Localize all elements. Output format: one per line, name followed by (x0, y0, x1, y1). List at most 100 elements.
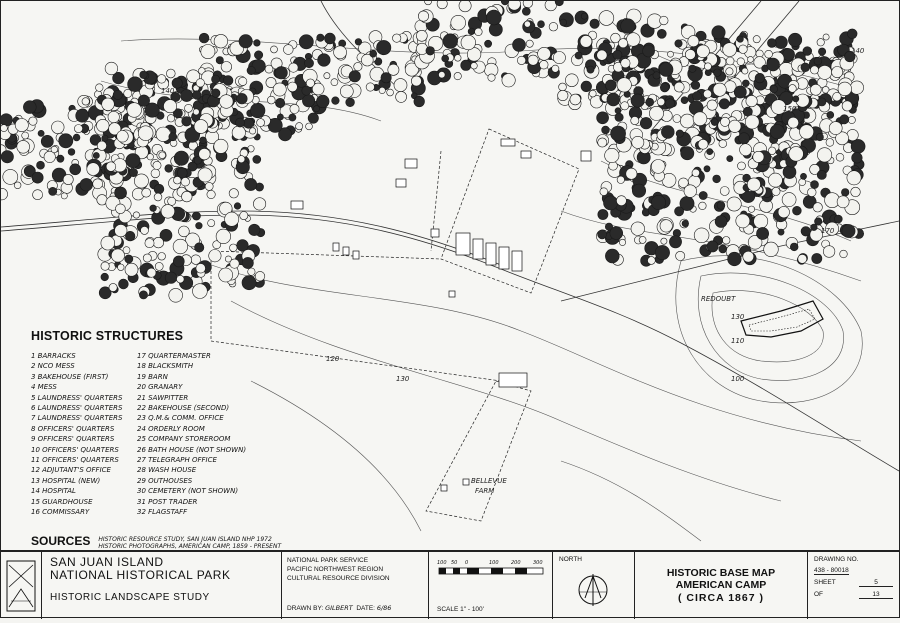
drawing-number-cell: DRAWING NO. 438 - 80018 SHEET 5 OF 13 (808, 552, 899, 619)
tree-mark (172, 238, 188, 255)
tree-mark (295, 122, 304, 131)
tree-mark (313, 105, 320, 113)
tree-mark (626, 32, 641, 47)
tree-mark (270, 45, 278, 54)
tree-mark (747, 177, 761, 192)
of-label: OF (814, 591, 824, 598)
tree-mark (146, 267, 157, 278)
tree-mark (554, 1, 564, 7)
tree-mark (1, 124, 8, 132)
tree-mark (272, 82, 287, 97)
tree-mark (100, 272, 109, 282)
tree-mark (417, 10, 429, 22)
tree-mark (249, 127, 257, 135)
tree-mark (616, 175, 625, 184)
tree-mark (69, 163, 81, 176)
tree-mark (101, 134, 109, 142)
tree-mark (620, 101, 630, 111)
tree-mark (831, 66, 844, 78)
tree-mark (395, 91, 407, 103)
tree-mark (742, 173, 751, 183)
tree-mark (146, 153, 154, 161)
legend-item: 1 BARRACKS (31, 352, 76, 360)
title-block: SAN JUAN ISLAND NATIONAL HISTORICAL PARK… (1, 550, 899, 619)
tree-mark (716, 201, 726, 210)
legend-item: 21 SAWPITTER (137, 393, 189, 402)
tree-mark (609, 226, 623, 240)
tree-mark (86, 162, 100, 176)
contour-label: 100 (731, 375, 745, 383)
legend-item: 19 BARN (137, 372, 168, 381)
tree-mark (305, 122, 313, 131)
tree-mark (728, 119, 742, 133)
tree-mark (738, 132, 750, 145)
tree-mark (138, 125, 154, 141)
tree-mark (711, 25, 726, 40)
tree-mark (507, 1, 521, 11)
tree-mark (650, 159, 666, 174)
tree-mark (301, 85, 312, 96)
tree-mark (436, 1, 448, 10)
tree-mark (241, 257, 254, 269)
tree-mark (659, 82, 670, 93)
tree-mark (649, 106, 664, 121)
drawing-no-value: 438 - 80018 (814, 567, 849, 575)
tree-mark (822, 33, 830, 41)
tree-mark (50, 145, 58, 154)
map-drawing: REDOUBT BELLEVUE FARM 140 140 150 170 13… (1, 1, 899, 542)
tree-mark (551, 64, 560, 73)
tree-mark (168, 132, 178, 142)
legend-item: 30 CEMETERY (NOT SHOWN) (137, 487, 239, 496)
tree-mark (302, 94, 316, 108)
tree-mark (191, 211, 201, 221)
tree-mark (219, 94, 234, 109)
tree-mark (739, 143, 752, 156)
tree-mark (769, 84, 778, 94)
tree-mark (835, 153, 845, 162)
tree-mark (770, 99, 787, 115)
tree-mark (393, 78, 408, 92)
north-cell: NORTH (553, 552, 635, 619)
tree-mark (691, 168, 700, 177)
tree-mark (128, 168, 138, 178)
redoubt-label: REDOUBT (701, 295, 736, 303)
tree-mark (265, 77, 277, 88)
tree-mark (167, 196, 177, 206)
tree-mark (766, 57, 780, 72)
tree-mark (674, 206, 684, 217)
tree-mark (524, 20, 531, 28)
tree-mark (241, 275, 257, 291)
tree-mark (841, 224, 856, 238)
tree-mark (679, 113, 695, 129)
tree-mark (811, 253, 823, 264)
tree-mark (673, 81, 685, 93)
legend-item: 5 LAUNDRESS' QUARTERS (31, 393, 123, 402)
tree-mark (787, 116, 800, 129)
tree-mark (213, 138, 229, 154)
tree-mark (107, 111, 120, 124)
tree-mark (817, 97, 827, 107)
tree-mark (675, 129, 684, 138)
tree-mark (620, 58, 631, 69)
tree-mark (235, 117, 245, 128)
boundary-lines (210, 128, 580, 522)
tree-mark (387, 63, 400, 76)
tree-mark (111, 248, 125, 263)
tree-mark (710, 118, 719, 126)
tree-mark (789, 242, 799, 252)
tree-mark (115, 203, 126, 215)
tree-mark (316, 33, 325, 42)
nps-logo (1, 552, 42, 619)
north-arrow-icon (578, 574, 608, 606)
tree-mark (278, 127, 292, 142)
tree-mark (218, 267, 233, 283)
tree-mark (155, 126, 171, 142)
tree-mark (656, 97, 666, 106)
source-line: HISTORIC RESOURCE STUDY, SAN JUAN ISLAND… (98, 536, 272, 543)
tree-mark (231, 125, 246, 140)
tree-mark (153, 192, 163, 202)
tree-mark (574, 51, 583, 60)
tree-mark (198, 148, 211, 161)
tree-mark (144, 102, 160, 118)
tree-mark (243, 117, 254, 129)
